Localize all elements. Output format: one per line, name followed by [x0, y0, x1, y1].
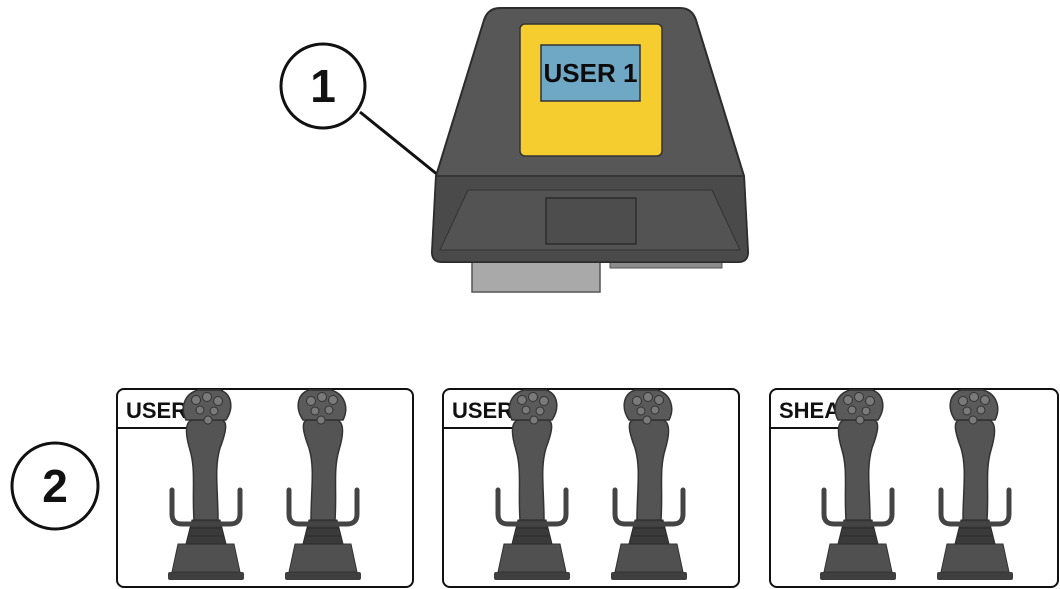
display-label-plate [545, 197, 637, 245]
mode-panel-user-2: USER 2 [442, 389, 740, 588]
callout-2-number: 2 [42, 460, 68, 512]
callout-1: 1 [279, 42, 439, 177]
mode-panel-shear: SHEAR [769, 389, 1059, 588]
callout-1-leader [359, 110, 439, 177]
display-screen [540, 44, 641, 102]
callout-2: 2 [10, 441, 100, 531]
callout-1-number: 1 [310, 60, 336, 112]
display-unit-icon: USER 1 [430, 7, 750, 293]
mode-panel-user-1: USER 1 [116, 389, 414, 588]
display-screen-label: USER 1 [544, 58, 638, 88]
